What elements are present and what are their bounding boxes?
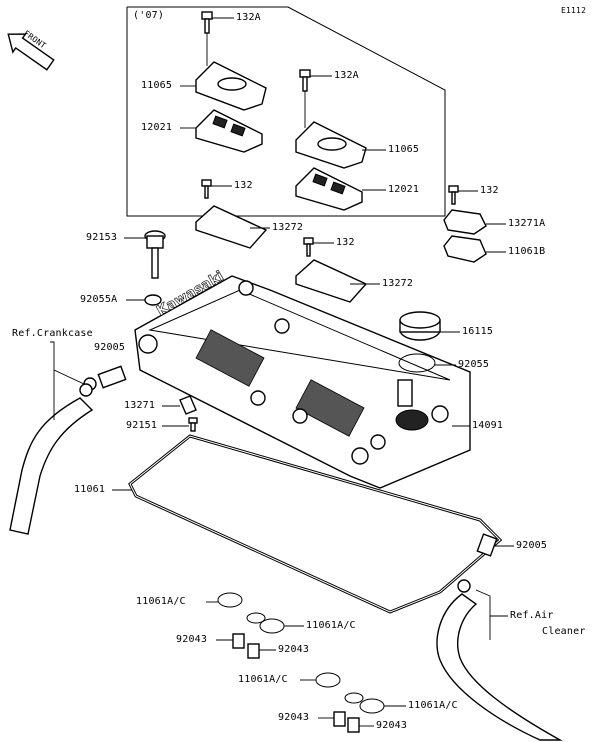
- leader-lines: [50, 17, 514, 727]
- gasket-11061: [128, 434, 503, 614]
- clamp-crankcase: [79, 383, 93, 397]
- dowel-92043-3: [333, 711, 346, 727]
- label-11061AC-3: 11061A/C: [238, 674, 288, 685]
- hose-crankcase: [9, 397, 94, 535]
- diagram-code: E1112: [561, 6, 587, 15]
- label-132A-mid: 132A: [334, 70, 359, 81]
- label-13271: 13271: [124, 400, 156, 411]
- bolt-92153: [144, 230, 166, 279]
- label-132-c: 132: [480, 185, 499, 196]
- label-92151: 92151: [126, 420, 158, 431]
- label-14091: 14091: [472, 420, 504, 431]
- bolt-132A-mid: [299, 69, 311, 92]
- dowel-92043-4: [347, 717, 360, 733]
- label-92043-2: 92043: [278, 644, 310, 655]
- cover-13271A: [443, 209, 487, 235]
- oring-11061AC-3: [315, 672, 341, 688]
- label-cleaner: Cleaner: [542, 626, 586, 637]
- label-13272-b: 13272: [382, 278, 414, 289]
- bolt-132A-top: [201, 11, 213, 34]
- label-92055A: 92055A: [80, 294, 118, 305]
- label-92005-a: 92005: [94, 342, 126, 353]
- label-11061AC-1: 11061A/C: [136, 596, 186, 607]
- plate-13272-a: [195, 205, 268, 249]
- label-12021-b: 12021: [388, 184, 420, 195]
- oring-11061AC-1b: [246, 612, 266, 624]
- variant-note: ('07): [133, 10, 165, 21]
- bolt-132-a: [201, 179, 212, 199]
- breather-cover-11065-a: [195, 61, 267, 111]
- label-11065-a: 11065: [141, 80, 173, 91]
- bolt-92151: [188, 417, 198, 432]
- label-13271A: 13271A: [508, 218, 546, 229]
- bolt-132-c: [448, 185, 459, 205]
- hose-air-cleaner: [436, 593, 563, 741]
- label-92043-3: 92043: [278, 712, 310, 723]
- reed-valve-12021-a: [195, 109, 263, 153]
- oil-cap-16115: [399, 311, 441, 341]
- fitting-92005-b: [476, 533, 498, 557]
- variant-box: [126, 6, 446, 217]
- label-92055: 92055: [458, 359, 490, 370]
- plate-13272-b: [295, 259, 368, 303]
- oring-11061AC-3b: [344, 692, 364, 704]
- o-ring-92055: [398, 353, 436, 373]
- head-cover-14091: [134, 275, 471, 489]
- label-11061AC-4: 11061A/C: [408, 700, 458, 711]
- label-92043-4: 92043: [376, 720, 408, 731]
- dowel-92043-1: [232, 633, 245, 649]
- label-132-a: 132: [234, 180, 253, 191]
- oring-11061AC-2: [259, 618, 285, 634]
- clamp-hose: [457, 579, 471, 593]
- label-11065-b: 11065: [388, 144, 420, 155]
- label-11061: 11061: [74, 484, 106, 495]
- gasket-11061B: [443, 235, 487, 263]
- label-ref-air: Ref.Air: [510, 610, 554, 621]
- label-92005-b: 92005: [516, 540, 548, 551]
- reed-valve-12021-b: [295, 167, 363, 211]
- bracket-13271: [179, 395, 197, 415]
- label-13272-a: 13272: [272, 222, 304, 233]
- dowel-92043-2: [247, 643, 260, 659]
- label-16115: 16115: [462, 326, 494, 337]
- label-12021-a: 12021: [141, 122, 173, 133]
- oring-11061AC-4: [359, 698, 385, 714]
- label-92043-1: 92043: [176, 634, 208, 645]
- label-132-b: 132: [336, 237, 355, 248]
- label-11061B: 11061B: [508, 246, 546, 257]
- label-92153: 92153: [86, 232, 118, 243]
- label-11061AC-2: 11061A/C: [306, 620, 356, 631]
- label-132A-top: 132A: [236, 12, 261, 23]
- front-arrow-icon: [7, 33, 55, 71]
- label-ref-crankcase: Ref.Crankcase: [12, 328, 93, 339]
- breather-cover-11065-b: [295, 121, 367, 169]
- bolt-132-b: [303, 237, 314, 257]
- oring-11061AC-1: [217, 592, 243, 608]
